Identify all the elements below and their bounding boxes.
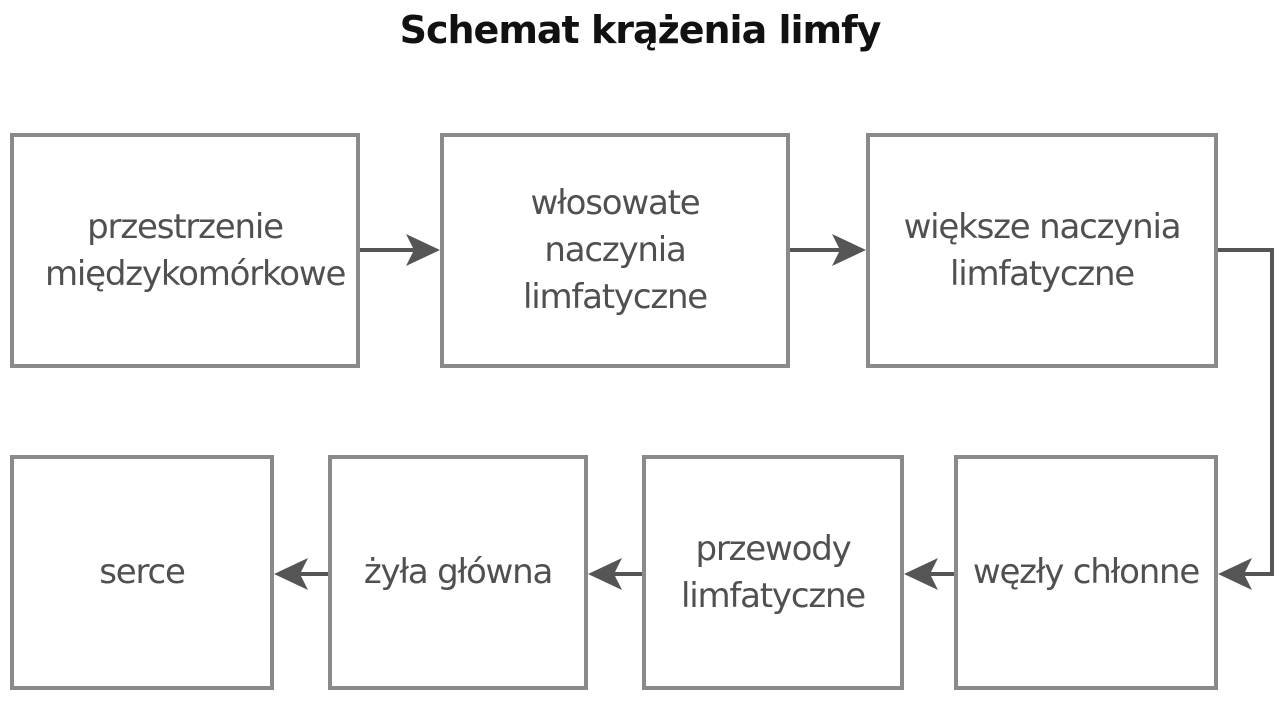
node-main-vein: żyła główna xyxy=(328,455,588,690)
node-lymph-nodes: węzły chłonne xyxy=(954,455,1218,690)
node-heart: serce xyxy=(10,455,274,690)
node-interstitial-spaces: przestrzenie międzykomórkowe xyxy=(10,133,360,368)
edge-n6-n7-head xyxy=(274,558,308,590)
edge-n5-n6-head xyxy=(588,558,622,590)
edge-n1-n2-head xyxy=(406,234,440,266)
diagram-title: Schemat krążenia limfy xyxy=(399,8,882,52)
node-label: przestrzenie międzykomórkowe xyxy=(45,206,346,294)
node-label: serce xyxy=(99,552,186,593)
node-label: większe naczynia limfatyczne xyxy=(903,206,1182,294)
node-label: węzły chłonne xyxy=(972,552,1200,593)
edge-n3-n4 xyxy=(1218,248,1274,576)
edge-n4-n5-head xyxy=(904,558,938,590)
node-label: włosowate naczynia limfatyczne xyxy=(522,183,708,317)
edge-n3-n4-head xyxy=(1218,558,1252,590)
node-larger-lymph-vessels: większe naczynia limfatyczne xyxy=(866,133,1218,368)
node-lymph-ducts: przewody limfatyczne xyxy=(642,455,904,690)
edge-n2-n3-head xyxy=(832,234,866,266)
node-label: przewody limfatyczne xyxy=(680,528,866,616)
node-label: żyła główna xyxy=(363,552,554,593)
node-lymph-capillaries: włosowate naczynia limfatyczne xyxy=(440,133,790,368)
